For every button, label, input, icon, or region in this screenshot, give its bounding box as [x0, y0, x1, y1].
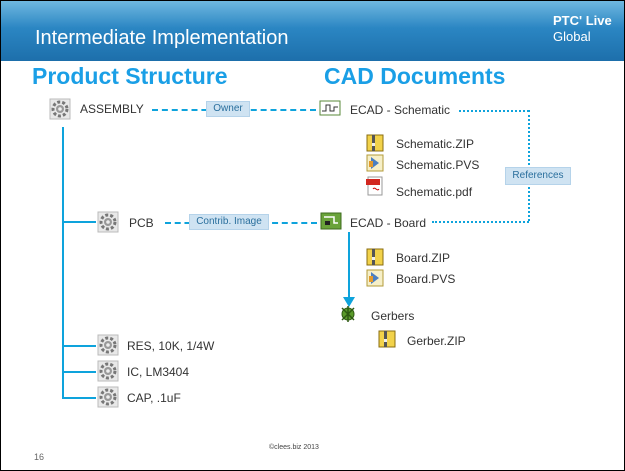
arrow-down-icon	[343, 297, 355, 307]
tree-branch-res	[62, 345, 96, 347]
ecad-board-label: ECAD - Board	[350, 216, 427, 230]
slide-title: Intermediate Implementation	[35, 27, 289, 49]
gerber-zip-label: Gerber.ZIP	[407, 334, 466, 348]
zip-archive-icon	[366, 248, 384, 266]
references-line-top	[459, 110, 529, 112]
page-number: 16	[34, 452, 45, 462]
part-res-label: RES, 10K, 1/4W	[127, 339, 215, 353]
contrib-image-link-label: Contrib. Image	[189, 214, 269, 230]
gear-icon	[49, 98, 71, 120]
pcb-label: PCB	[129, 216, 154, 230]
schematic-pvs-label: Schematic.PVS	[396, 158, 480, 172]
brand-logo-line1: PTC' Live	[553, 13, 612, 28]
references-line-vertical	[528, 110, 530, 221]
pdf-file-icon	[366, 176, 383, 196]
gerber-icon	[341, 306, 355, 322]
tree-branch-pcb	[62, 221, 96, 223]
board-icon	[320, 212, 342, 230]
gerbers-label: Gerbers	[371, 309, 415, 323]
brand-logo-line2: Global	[553, 29, 591, 44]
part-ic-label: IC, LM3404	[127, 365, 190, 379]
zip-archive-icon	[378, 330, 396, 348]
tree-trunk-line	[62, 127, 64, 398]
section-title-cad-documents: CAD Documents	[324, 63, 506, 89]
section-title-product-structure: Product Structure	[32, 63, 228, 89]
schematic-pdf-label: Schematic.pdf	[396, 185, 473, 199]
gerbers-arrow-line	[348, 232, 350, 300]
zip-archive-icon	[366, 134, 384, 152]
gear-icon	[97, 211, 119, 233]
footer-copyright: ©clees.biz 2013	[269, 444, 319, 451]
board-zip-label: Board.ZIP	[396, 251, 451, 265]
gear-icon	[97, 386, 119, 408]
references-link-label: References	[505, 167, 571, 185]
tree-branch-ic	[62, 371, 96, 373]
owner-link-label: Owner	[206, 101, 250, 117]
schematic-icon	[319, 100, 341, 116]
tree-branch-cap	[62, 397, 96, 399]
part-cap-label: CAP, .1uF	[127, 391, 181, 405]
pvs-viewable-icon	[366, 154, 384, 172]
pvs-viewable-icon	[366, 269, 384, 287]
ecad-schematic-label: ECAD - Schematic	[350, 103, 451, 117]
references-line-bottom	[432, 221, 529, 223]
board-pvs-label: Board.PVS	[396, 272, 456, 286]
gear-icon	[97, 360, 119, 382]
assembly-label: ASSEMBLY	[80, 102, 144, 116]
schematic-zip-label: Schematic.ZIP	[396, 137, 475, 151]
gear-icon	[97, 334, 119, 356]
header-bar: Intermediate Implementation PTC' Live Gl…	[1, 1, 624, 61]
